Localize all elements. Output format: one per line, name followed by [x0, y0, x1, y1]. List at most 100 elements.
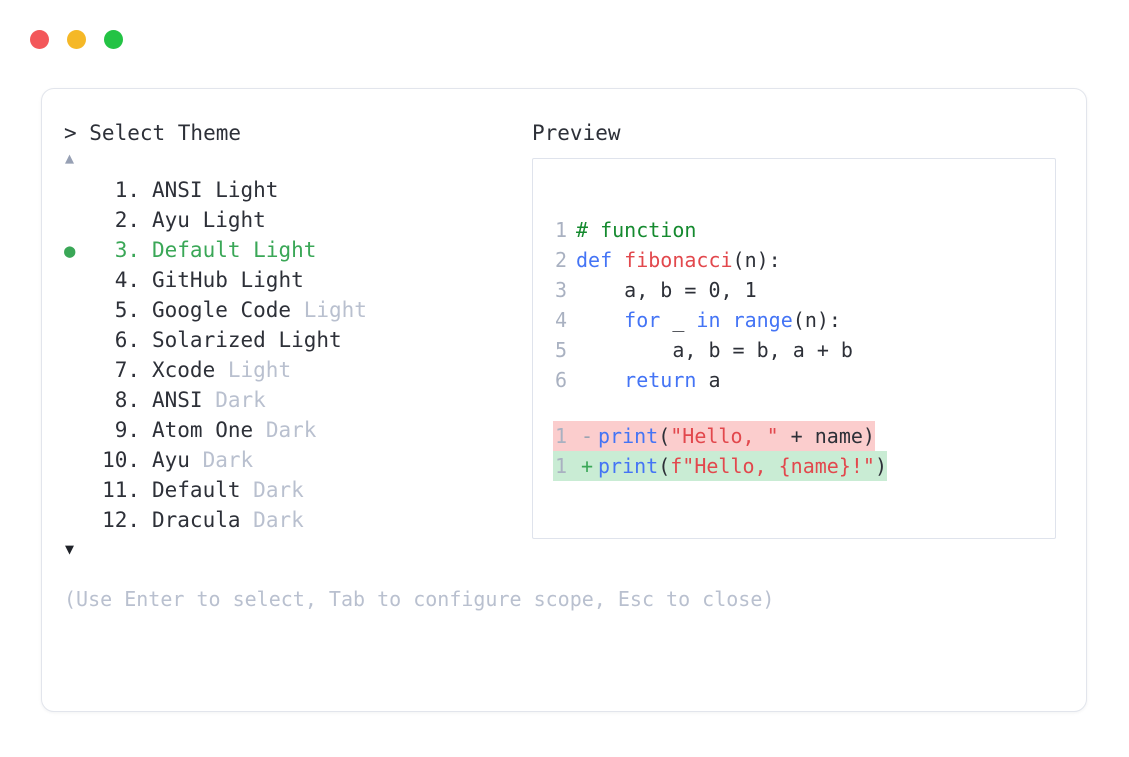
- code-line-content: print("Hello, " + name): [598, 421, 875, 451]
- code-token: "Hello, ": [670, 424, 779, 448]
- close-window-button[interactable]: [30, 30, 49, 49]
- line-number: 5: [554, 338, 567, 362]
- code-token: a, b = 0, 1: [576, 278, 757, 302]
- theme-list-item[interactable]: 2. Ayu Light: [64, 205, 526, 235]
- code-token: (n):: [732, 248, 781, 272]
- theme-list-item[interactable]: 5.Google Code Light: [64, 295, 526, 325]
- code-token: fibonacci: [624, 248, 733, 272]
- code-token: [576, 368, 624, 392]
- code-token: a: [696, 368, 721, 392]
- code-token: [576, 308, 624, 332]
- code-token: print: [598, 454, 659, 478]
- theme-list-item[interactable]: 7.Xcode Light: [64, 355, 526, 385]
- code-token: for: [624, 308, 661, 332]
- spacer: [241, 235, 254, 265]
- theme-list-item[interactable]: 8.ANSI Dark: [64, 385, 526, 415]
- code-token: (: [658, 454, 671, 478]
- code-token: [721, 308, 733, 332]
- scroll-down-indicator-icon[interactable]: ▼: [65, 540, 75, 558]
- code-token: print: [598, 424, 659, 448]
- code-token: (n):: [792, 308, 841, 332]
- theme-list-item[interactable]: 11.Default Dark: [64, 475, 526, 505]
- spacer: [190, 205, 203, 235]
- theme-list-item[interactable]: 9.Atom One Dark: [64, 415, 526, 445]
- theme-item-number: 11.: [102, 478, 140, 502]
- selected-bullet-icon: ●: [64, 240, 76, 262]
- theme-item-name: GitHub: [152, 268, 228, 292]
- code-token: + name): [778, 424, 875, 448]
- code-diff-separator: [553, 395, 1045, 421]
- theme-item-variant: Dark: [265, 418, 317, 442]
- page-title: > Select Theme: [64, 121, 242, 145]
- code-token: # function: [576, 218, 697, 242]
- line-number: 3: [554, 278, 567, 302]
- help-hint: (Use Enter to select, Tab to configure s…: [64, 587, 775, 611]
- code-line: 6 return a: [553, 365, 721, 395]
- theme-item-name: Xcode: [152, 358, 216, 382]
- code-line: 3 a, b = 0, 1: [553, 275, 757, 305]
- spacer: [241, 475, 254, 505]
- theme-item-name: Solarized: [152, 328, 266, 352]
- spacer: [203, 175, 216, 205]
- scroll-up-indicator-icon[interactable]: ▲: [65, 149, 75, 167]
- code-token: a, b = b, a + b: [576, 338, 853, 362]
- code-token: ): [874, 454, 888, 478]
- theme-item-variant: Dark: [253, 508, 304, 532]
- code-line: 1 # function: [553, 215, 696, 245]
- theme-item-variant: Dark: [215, 388, 266, 412]
- theme-item-variant: Light: [278, 328, 342, 352]
- theme-item-variant: Light: [303, 298, 367, 322]
- code-token: _: [660, 308, 697, 332]
- theme-list-item[interactable]: 12.Dracula Dark: [64, 505, 526, 535]
- line-number: 1: [554, 218, 567, 242]
- theme-item-variant: Light: [240, 268, 304, 292]
- theme-item-number: 4.: [114, 268, 140, 292]
- theme-list-item[interactable]: 1.ANSI Light: [64, 175, 526, 205]
- theme-list-item[interactable]: 4. GitHub Light: [64, 265, 526, 295]
- spacer: [228, 265, 241, 295]
- theme-item-variant: Light: [215, 178, 279, 202]
- theme-list-item[interactable]: 6.Solarized Light: [64, 325, 526, 355]
- code-token: range: [732, 308, 793, 332]
- minimize-window-button[interactable]: [67, 30, 86, 49]
- line-number: 1: [554, 424, 567, 448]
- code-line-content: for _ in range(n):: [576, 305, 841, 335]
- theme-item-variant: Dark: [253, 478, 304, 502]
- spacer: [266, 325, 279, 355]
- code-line-content: a, b = b, a + b: [576, 335, 853, 365]
- theme-item-number: 2.: [114, 208, 140, 232]
- spacer: [215, 355, 228, 385]
- line-number: 1: [554, 454, 567, 478]
- spacer: [291, 295, 304, 325]
- spacer: [203, 385, 216, 415]
- code-line-content: a, b = 0, 1: [576, 275, 757, 305]
- theme-item-variant: Dark: [202, 448, 254, 472]
- line-number: 4: [554, 308, 567, 332]
- code-line-content: return a: [576, 365, 721, 395]
- diff-sign: -: [580, 424, 594, 448]
- theme-item-name: Ayu: [152, 208, 190, 232]
- theme-item-variant: Light: [202, 208, 266, 232]
- theme-item-number: 1.: [114, 178, 140, 202]
- code-line: 4 for _ in range(n):: [553, 305, 841, 335]
- code-diff-line-del: 1-print("Hello, " + name): [553, 421, 875, 451]
- theme-item-name: ANSI: [152, 388, 203, 412]
- line-number: 6: [554, 368, 567, 392]
- spacer: [190, 445, 203, 475]
- theme-list-item[interactable]: ●3.Default Light: [64, 235, 526, 265]
- theme-list-item[interactable]: 10.Ayu Dark: [64, 445, 526, 475]
- theme-item-number: 12.: [102, 508, 140, 532]
- code-line: 5 a, b = b, a + b: [553, 335, 853, 365]
- theme-item-name: Default: [152, 238, 241, 262]
- code-line-content: # function: [576, 215, 696, 245]
- theme-item-number: 7.: [114, 358, 140, 382]
- maximize-window-button[interactable]: [104, 30, 123, 49]
- theme-item-number: 9.: [114, 418, 140, 442]
- code-diff-line-add: 1+print(f"Hello, {name}!"): [553, 451, 888, 481]
- theme-item-name: Google Code: [152, 298, 292, 322]
